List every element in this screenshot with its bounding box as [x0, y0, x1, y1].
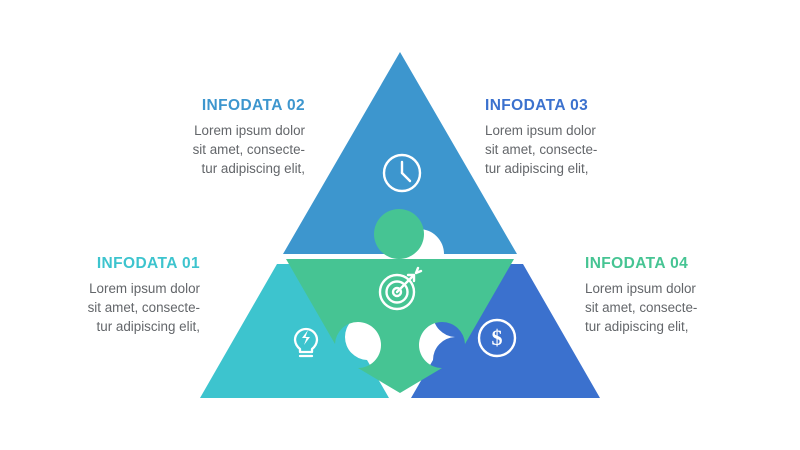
- info-block-02: INFODATA 02 Lorem ipsum dolor sit amet, …: [125, 97, 305, 178]
- info-block-02-title: INFODATA 02: [201, 97, 305, 114]
- info-block-01-title: INFODATA 01: [96, 255, 200, 272]
- target-icon: [378, 266, 423, 311]
- info-block-03-body: Lorem ipsum dolor sit amet, consecte- tu…: [485, 123, 598, 177]
- info-block-04: INFODATA 04 Lorem ipsum dolor sit amet, …: [585, 255, 765, 336]
- info-block-01-body: Lorem ipsum dolor sit amet, consecte- tu…: [87, 281, 200, 335]
- info-block-04-title: INFODATA 04: [585, 255, 689, 272]
- info-block-03-title: INFODATA 03: [485, 97, 589, 114]
- info-block-04-body: Lorem ipsum dolor sit amet, consecte- tu…: [585, 281, 698, 335]
- dollar-icon: $: [477, 318, 517, 358]
- info-block-02-body: Lorem ipsum dolor sit amet, consecte- tu…: [192, 123, 305, 177]
- info-block-03: INFODATA 03 Lorem ipsum dolor sit amet, …: [485, 97, 665, 178]
- segment-top-triangle[interactable]: [283, 52, 517, 254]
- clock-icon: [382, 153, 422, 193]
- svg-text:$: $: [492, 325, 503, 350]
- info-block-01: INFODATA 01 Lorem ipsum dolor sit amet, …: [20, 255, 200, 336]
- lightbulb-icon: [293, 327, 319, 358]
